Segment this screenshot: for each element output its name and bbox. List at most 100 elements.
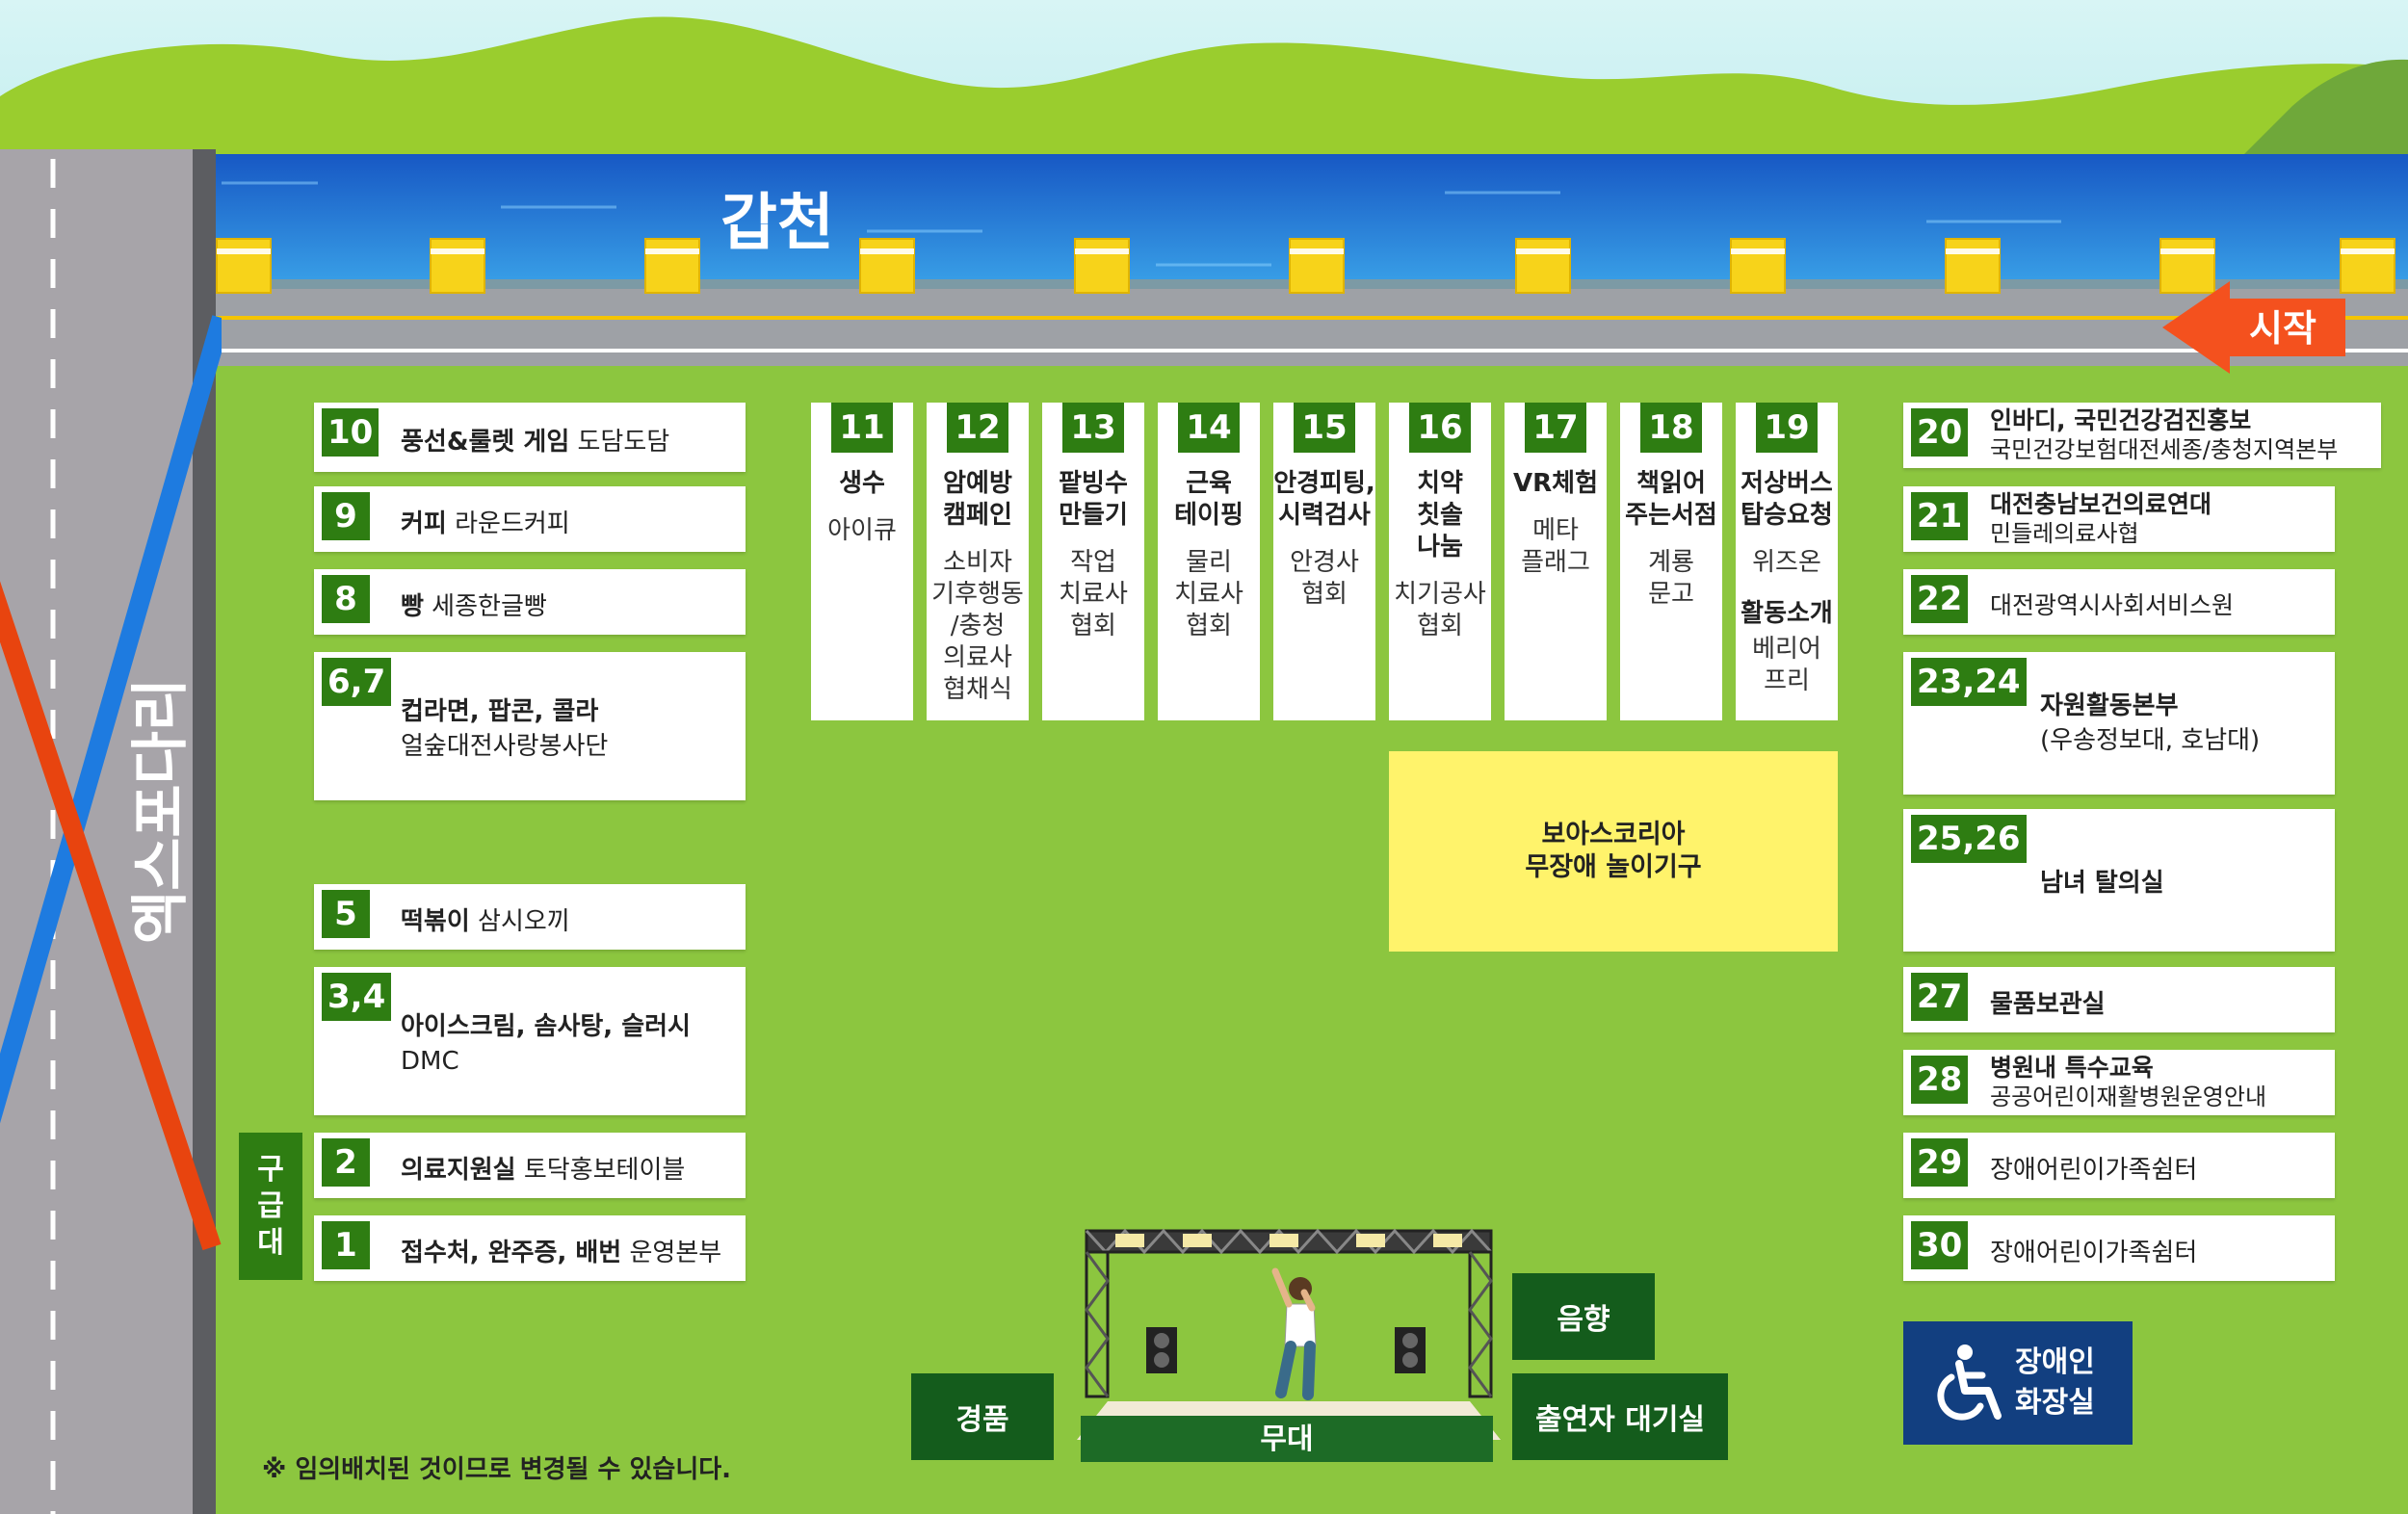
booth-number: 13 <box>1062 403 1124 453</box>
start-label: 시작 <box>2249 307 2316 350</box>
booth-2[interactable]: 2 의료지원실 토닥홍보테이블 <box>314 1133 746 1198</box>
booth-23-24[interactable]: 23,24 자원활동본부 (우송정보대, 호남대) <box>1903 652 2335 795</box>
booth-25-26[interactable]: 25,26 남녀 탈의실 <box>1903 809 2335 952</box>
booth-title: 풍선&룰렛 게임 <box>401 428 570 457</box>
booth-title-line: 책읽어 <box>1636 469 1706 498</box>
play-zone[interactable]: 보아스코리아 무장애 놀이기구 <box>1389 751 1838 952</box>
booth-title-line: 암예방 <box>943 469 1012 498</box>
booth-title-line: 캠페인 <box>943 501 1012 530</box>
toilet-label-line1: 장애인 <box>2015 1345 2095 1379</box>
booth-21[interactable]: 21 대전충남보건의료연대 민들레의료사협 <box>1903 486 2335 552</box>
booth-title: 자원활동본부 <box>2040 692 2179 720</box>
booth-number: 14 <box>1178 403 1240 453</box>
booth-operator: 삼시오끼 <box>469 907 570 936</box>
booth-title: 인바디, 국민건강검진홍보 <box>1990 406 2252 434</box>
toilet-label-line2: 화장실 <box>2015 1386 2095 1420</box>
sound-label: 음향 <box>1557 1303 1610 1337</box>
booth-6-7[interactable]: 6,7 컵라면, 팝콘, 콜라 얼숲대전사랑봉사단 <box>314 652 746 800</box>
booth-title: 장애어린이가족쉼터 <box>1990 1239 2198 1267</box>
play-zone-operator: 보아스코리아 <box>1541 820 1686 849</box>
booth-27[interactable]: 27 물품보관실 <box>1903 967 2335 1032</box>
performer-room[interactable]: 출연자 대기실 <box>1512 1373 1728 1460</box>
booth-title-2: 활동소개 <box>1736 598 1838 630</box>
booth-operator-line: 치료사 <box>1059 580 1128 609</box>
booth-20[interactable]: 20 인바디, 국민건강검진홍보 국민건강보험대전세종/충청지역본부 <box>1903 403 2381 468</box>
booth-operator-line: 아이큐 <box>827 516 897 545</box>
booth-22[interactable]: 22 대전광역시사회서비스원 <box>1903 569 2335 635</box>
booth-title: VR체험 <box>1505 468 1607 500</box>
booth-operator: 국민건강보험대전세종/충청지역본부 <box>1990 436 2339 463</box>
booth-title-line: 생수 <box>839 469 885 498</box>
barrier-posts <box>216 238 2395 294</box>
emergency-label: 구급대 <box>257 1152 284 1260</box>
booth-operator-line: 베리어 <box>1752 635 1821 664</box>
accessible-toilet[interactable]: 장애인 화장실 <box>1903 1321 2133 1445</box>
booth-number: 21 <box>1911 492 1969 540</box>
sound-booth[interactable]: 음향 <box>1512 1273 1655 1360</box>
booth-number: 15 <box>1294 403 1355 453</box>
booth-title: 생수 <box>811 468 913 500</box>
booth-10[interactable]: 10 풍선&룰렛 게임 도담도담 <box>314 403 746 472</box>
booth-number: 28 <box>1911 1056 1969 1104</box>
booth-operator: 토닥홍보테이블 <box>515 1156 686 1185</box>
booth-operator-line: 물리 <box>1186 548 1232 577</box>
booth-title: 떡볶이 <box>401 907 470 936</box>
booth-operator-line: 협회 <box>1417 612 1463 640</box>
booth-title-line: 근육 <box>1186 469 1232 498</box>
booth-number: 30 <box>1911 1221 1969 1269</box>
booth-operator-line: 프리 <box>1764 666 1810 695</box>
booth-operator: DMC <box>401 1047 459 1076</box>
booth-number: 12 <box>947 403 1008 453</box>
booth-operator-line: /충청 <box>950 612 1006 640</box>
booth-operator-line: 협회 <box>1070 612 1116 640</box>
booth-operator-line: 치료사 <box>1174 580 1243 609</box>
booth-number: 2 <box>322 1138 370 1187</box>
booth-operator-line: 위즈온 <box>1752 548 1821 577</box>
booth-number: 6,7 <box>322 658 392 706</box>
booth-5[interactable]: 5 떡볶이 삼시오끼 <box>314 884 746 950</box>
booth-29[interactable]: 29 장애어린이가족쉼터 <box>1903 1133 2335 1198</box>
prize-label: 경품 <box>955 1403 1009 1437</box>
performer-label: 출연자 대기실 <box>1534 1403 1706 1437</box>
booth-operator: 민들레의료사협 <box>1990 520 2139 547</box>
booth-title-line: 안경피팅, <box>1273 469 1375 498</box>
booth-title: 컵라면, 팝콘, 콜라 <box>401 697 599 726</box>
booth-28[interactable]: 28 병원내 특수교육 공공어린이재활병원운영안내 <box>1903 1050 2335 1115</box>
booth-operator-line: 의료사 <box>943 643 1012 672</box>
prize-booth[interactable]: 경품 <box>911 1373 1054 1460</box>
booth-9[interactable]: 9 커피 라운드커피 <box>314 486 746 552</box>
booth-30[interactable]: 30 장애어린이가족쉼터 <box>1903 1215 2335 1281</box>
booth-title: 안경피팅, 시력검사 <box>1273 468 1375 532</box>
booth-3-4[interactable]: 3,4 아이스크림, 솜사탕, 슬러시 DMC <box>314 967 746 1115</box>
booth-operator: 위즈온 <box>1736 547 1838 579</box>
booth-title: 남녀 탈의실 <box>2040 869 2164 898</box>
booth-title-line: 테이핑 <box>1174 501 1243 530</box>
wheelchair-icon <box>1937 1344 2002 1421</box>
booth-1[interactable]: 1 접수처, 완주증, 배번 운영본부 <box>314 1215 746 1281</box>
booth-title: 빵 <box>401 592 424 621</box>
play-zone-title: 무장애 놀이기구 <box>1525 852 1702 882</box>
notice-text: ※ 임의배치된 것이므로 변경될 수 있습니다. <box>262 1455 732 1484</box>
booth-number: 16 <box>1409 403 1471 453</box>
booth-title-line: 시력검사 <box>1278 501 1371 530</box>
booth-number: 18 <box>1640 403 1702 453</box>
booth-operator-line: 메타 <box>1532 516 1579 545</box>
booth-operator: (우송정보대, 호남대) <box>2040 726 2261 755</box>
booth-number: 25,26 <box>1911 815 2027 863</box>
booth-8[interactable]: 8 빵 세종한글빵 <box>314 569 746 635</box>
